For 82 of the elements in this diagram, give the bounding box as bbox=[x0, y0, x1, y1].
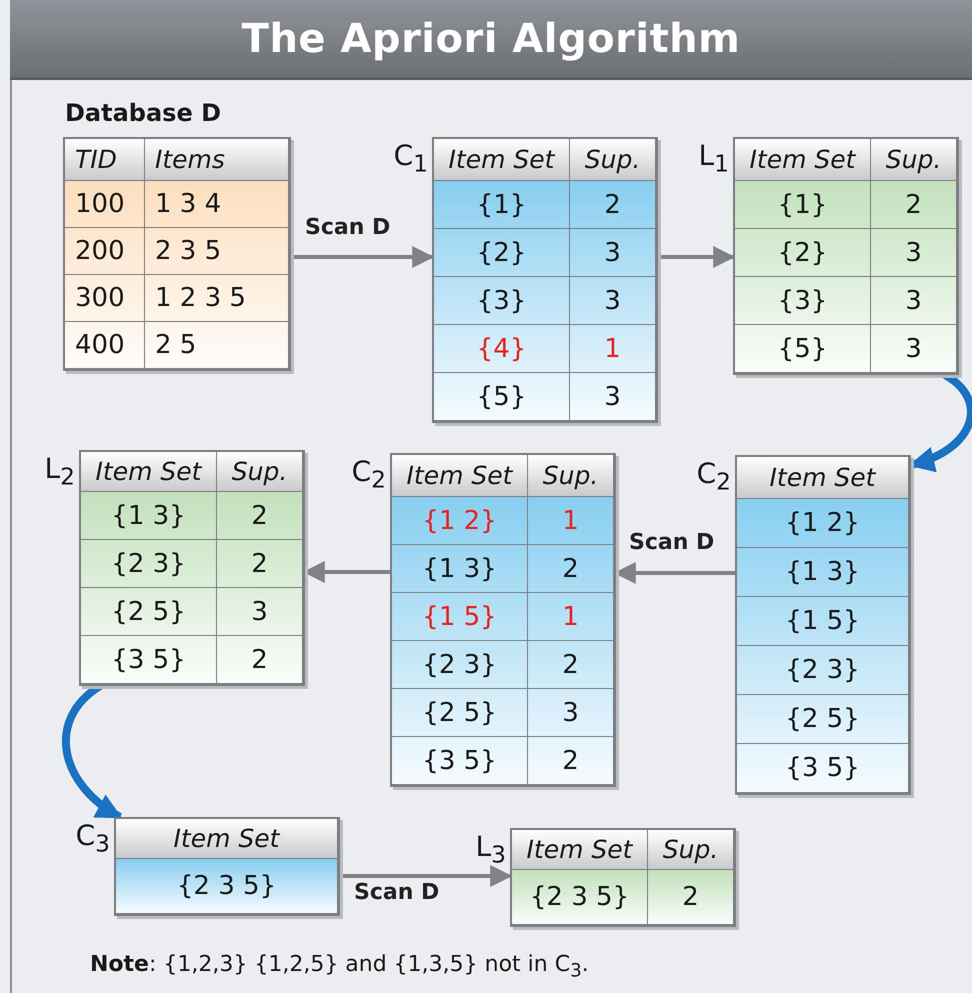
column-header: Sup. bbox=[570, 139, 656, 181]
table-cell: 400 bbox=[65, 322, 145, 369]
table-cell: 3 bbox=[871, 229, 957, 277]
table-cell: 2 5 bbox=[145, 322, 289, 369]
table-cell: {1 3} bbox=[81, 492, 217, 540]
column-header: Item Set bbox=[81, 452, 217, 492]
table-cell: 3 bbox=[871, 277, 957, 325]
table-title: C$_{1}$ bbox=[394, 139, 428, 178]
table-cell: 2 bbox=[871, 181, 957, 229]
title: The Apriori Algorithm bbox=[242, 16, 740, 62]
table-cell: 2 bbox=[528, 545, 614, 593]
arrow bbox=[658, 246, 736, 268]
table-cell: 2 3 5 bbox=[145, 228, 289, 275]
table-cell: {3} bbox=[434, 277, 570, 325]
column-header: Item Set bbox=[512, 830, 648, 870]
table-cell: {1 2} bbox=[392, 497, 528, 545]
arrow bbox=[340, 865, 512, 887]
table-cell: {2} bbox=[434, 229, 570, 277]
table-title: L$_{1}$ bbox=[698, 139, 729, 178]
table-cell: {2 5} bbox=[81, 588, 217, 636]
table-title: C$_{3}$ bbox=[76, 819, 110, 858]
column-header: Item Set bbox=[434, 139, 570, 181]
table-cell: {2 3} bbox=[737, 646, 909, 695]
table-cell: 2 bbox=[217, 540, 303, 588]
column-header: Sup. bbox=[217, 452, 303, 492]
table-cell: 2 bbox=[217, 492, 303, 540]
table-cell: {2 3} bbox=[392, 641, 528, 689]
column-header: TID bbox=[65, 139, 145, 181]
table-cell: {2 3} bbox=[81, 540, 217, 588]
table-cell: {1 2} bbox=[737, 499, 909, 548]
table-cell: {4} bbox=[434, 325, 570, 373]
table-cell: {1 3} bbox=[737, 548, 909, 597]
table-cell: 3 bbox=[570, 229, 656, 277]
table-cell: 3 bbox=[570, 373, 656, 421]
note: Note: {1,2,3} {1,2,5} and {1,3,5} not in C$_{3}$. bbox=[90, 952, 589, 982]
table-cell: {3 5} bbox=[737, 744, 909, 793]
column-header: Item Set bbox=[737, 457, 909, 499]
column-header: Sup. bbox=[871, 139, 957, 181]
table-cell: 3 bbox=[871, 325, 957, 373]
column-header: Item Set bbox=[735, 139, 871, 181]
table-cell: {1} bbox=[735, 181, 871, 229]
table-cell: 3 bbox=[528, 689, 614, 737]
table-cell: 300 bbox=[65, 275, 145, 322]
table-cell: 2 bbox=[217, 636, 303, 684]
table-cell: 3 bbox=[217, 588, 303, 636]
table-cell: 2 bbox=[648, 870, 734, 925]
table-cell: {1 5} bbox=[392, 593, 528, 641]
table-cell: {2} bbox=[735, 229, 871, 277]
column-header: Item Set bbox=[116, 819, 338, 859]
table-title: Database D bbox=[65, 99, 221, 127]
table-cell: 100 bbox=[65, 181, 145, 228]
table-cell: {5} bbox=[735, 325, 871, 373]
table-cell: {5} bbox=[434, 373, 570, 421]
table-cell: {1 5} bbox=[737, 597, 909, 646]
table-title: C$_{2}$ bbox=[696, 457, 731, 496]
table-title: L$_{2}$ bbox=[44, 452, 75, 491]
table-cell: {3 5} bbox=[392, 737, 528, 785]
table-cell: 2 bbox=[528, 641, 614, 689]
table-title: L$_{3}$ bbox=[476, 830, 506, 869]
table-cell: 2 bbox=[570, 181, 656, 229]
column-header: Item Set bbox=[392, 455, 528, 497]
table-cell: 3 bbox=[570, 277, 656, 325]
table-cell: 1 bbox=[570, 325, 656, 373]
table-cell: {3 5} bbox=[81, 636, 217, 684]
table-cell: 2 bbox=[528, 737, 614, 785]
table-cell: {2 3 5} bbox=[116, 859, 338, 914]
column-header: Sup. bbox=[528, 455, 614, 497]
table-cell: {3} bbox=[735, 277, 871, 325]
column-header: Sup. bbox=[648, 830, 734, 870]
table-cell: {1} bbox=[434, 181, 570, 229]
table-cell: 200 bbox=[65, 228, 145, 275]
table-cell: 1 bbox=[528, 593, 614, 641]
table-cell: 1 3 4 bbox=[145, 181, 289, 228]
table-cell: {1 3} bbox=[392, 545, 528, 593]
table-cell: {2 3 5} bbox=[512, 870, 648, 925]
arrow bbox=[291, 246, 434, 268]
table-cell: 1 2 3 5 bbox=[145, 275, 289, 322]
column-header: Items bbox=[145, 139, 289, 181]
table-cell: 1 bbox=[528, 497, 614, 545]
table-title: C$_{2}$ bbox=[352, 455, 386, 494]
table-cell: {2 5} bbox=[737, 695, 909, 744]
table-cell: {2 5} bbox=[392, 689, 528, 737]
